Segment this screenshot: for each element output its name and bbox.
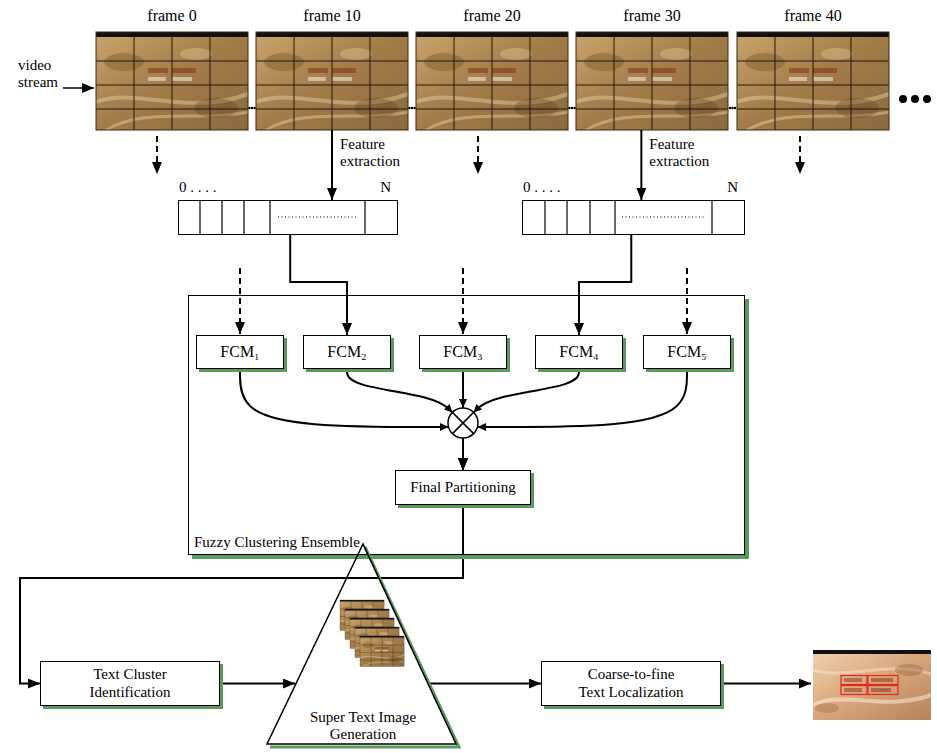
frame-label: frame 30	[566, 7, 738, 25]
video-frame: frame 30	[576, 32, 728, 130]
video-frame	[737, 32, 889, 130]
box-label: Final Partitioning	[410, 479, 515, 496]
feature-vector: 0 . . . .N	[178, 200, 398, 235]
index-label: N	[727, 179, 738, 196]
connector	[640, 130, 642, 200]
edge-label: Feature extraction	[340, 136, 420, 169]
connector	[240, 369, 463, 470]
connector	[331, 130, 333, 200]
output-frame-image	[813, 650, 931, 720]
connector	[579, 235, 631, 335]
pyramid-shape: Super Text Image Generation	[266, 543, 460, 748]
frame-label: frame 40	[727, 7, 899, 25]
ellipsis-dots	[248, 95, 931, 109]
video-frame	[256, 32, 408, 130]
group-label: Fuzzy Clustering Ensemble	[194, 534, 360, 551]
connector	[347, 369, 463, 470]
box-label: FCM₁	[220, 343, 259, 361]
connector	[20, 505, 463, 684]
dashed-arrows	[157, 136, 800, 334]
process-box: FCM₂	[303, 335, 391, 369]
ensemble-group: Fuzzy Clustering Ensemble FCM₁ FCM₂ FCM₃ FCM…	[188, 295, 745, 555]
video-frame	[416, 32, 568, 130]
connector	[220, 683, 295, 685]
input-arrow	[63, 87, 94, 89]
connector	[290, 235, 347, 335]
index-label: 0 . . . .	[523, 179, 561, 196]
process-box: FCM₃	[419, 335, 507, 369]
index-label: 0 . . . .	[179, 179, 217, 196]
frame-label: frame 20	[406, 7, 578, 25]
process-box: FCM₅	[643, 335, 731, 369]
box-label: FCM₃	[443, 343, 482, 361]
box-label: FCM₄	[559, 343, 598, 361]
box-label: Super Text Image Generation	[301, 709, 426, 744]
edge-label: Feature extraction	[649, 136, 729, 169]
index-label: N	[380, 179, 391, 196]
pyramid-border	[267, 544, 456, 744]
box-label: FCM₅	[667, 343, 706, 361]
box-label: Coarse-to-fine Text Localization	[575, 666, 687, 701]
process-box: Coarse-to-fine Text Localization	[541, 661, 721, 706]
input-label: video stream	[18, 57, 64, 90]
video-frame: frame 20	[416, 32, 568, 130]
frame-label: frame 10	[246, 7, 418, 25]
connector	[463, 369, 687, 470]
box-label: Text Cluster Identification	[70, 666, 190, 701]
output-arrow	[724, 683, 811, 685]
process-box: Text Cluster Identification	[40, 661, 220, 706]
feature-vector-cells	[200, 201, 712, 234]
video-frame	[96, 32, 248, 130]
video-frame: frame 0	[96, 32, 248, 130]
connector	[429, 683, 541, 685]
video-frame	[576, 32, 728, 130]
process-box: Final Partitioning	[395, 470, 531, 505]
video-frame: frame 40	[737, 32, 889, 130]
feature-vector: 0 . . . .N	[522, 200, 745, 235]
box-label: FCM₂	[327, 343, 366, 361]
pyramid-shadow	[270, 547, 459, 747]
frame-label: frame 0	[86, 7, 258, 25]
combiner-arrowheads	[440, 399, 486, 431]
combiner-symbol	[448, 408, 478, 438]
video-frame: frame 10	[256, 32, 408, 130]
connector-layer	[20, 130, 687, 684]
process-box: FCM₁	[196, 335, 284, 369]
process-box: FCM₄	[535, 335, 623, 369]
connector	[463, 369, 579, 470]
